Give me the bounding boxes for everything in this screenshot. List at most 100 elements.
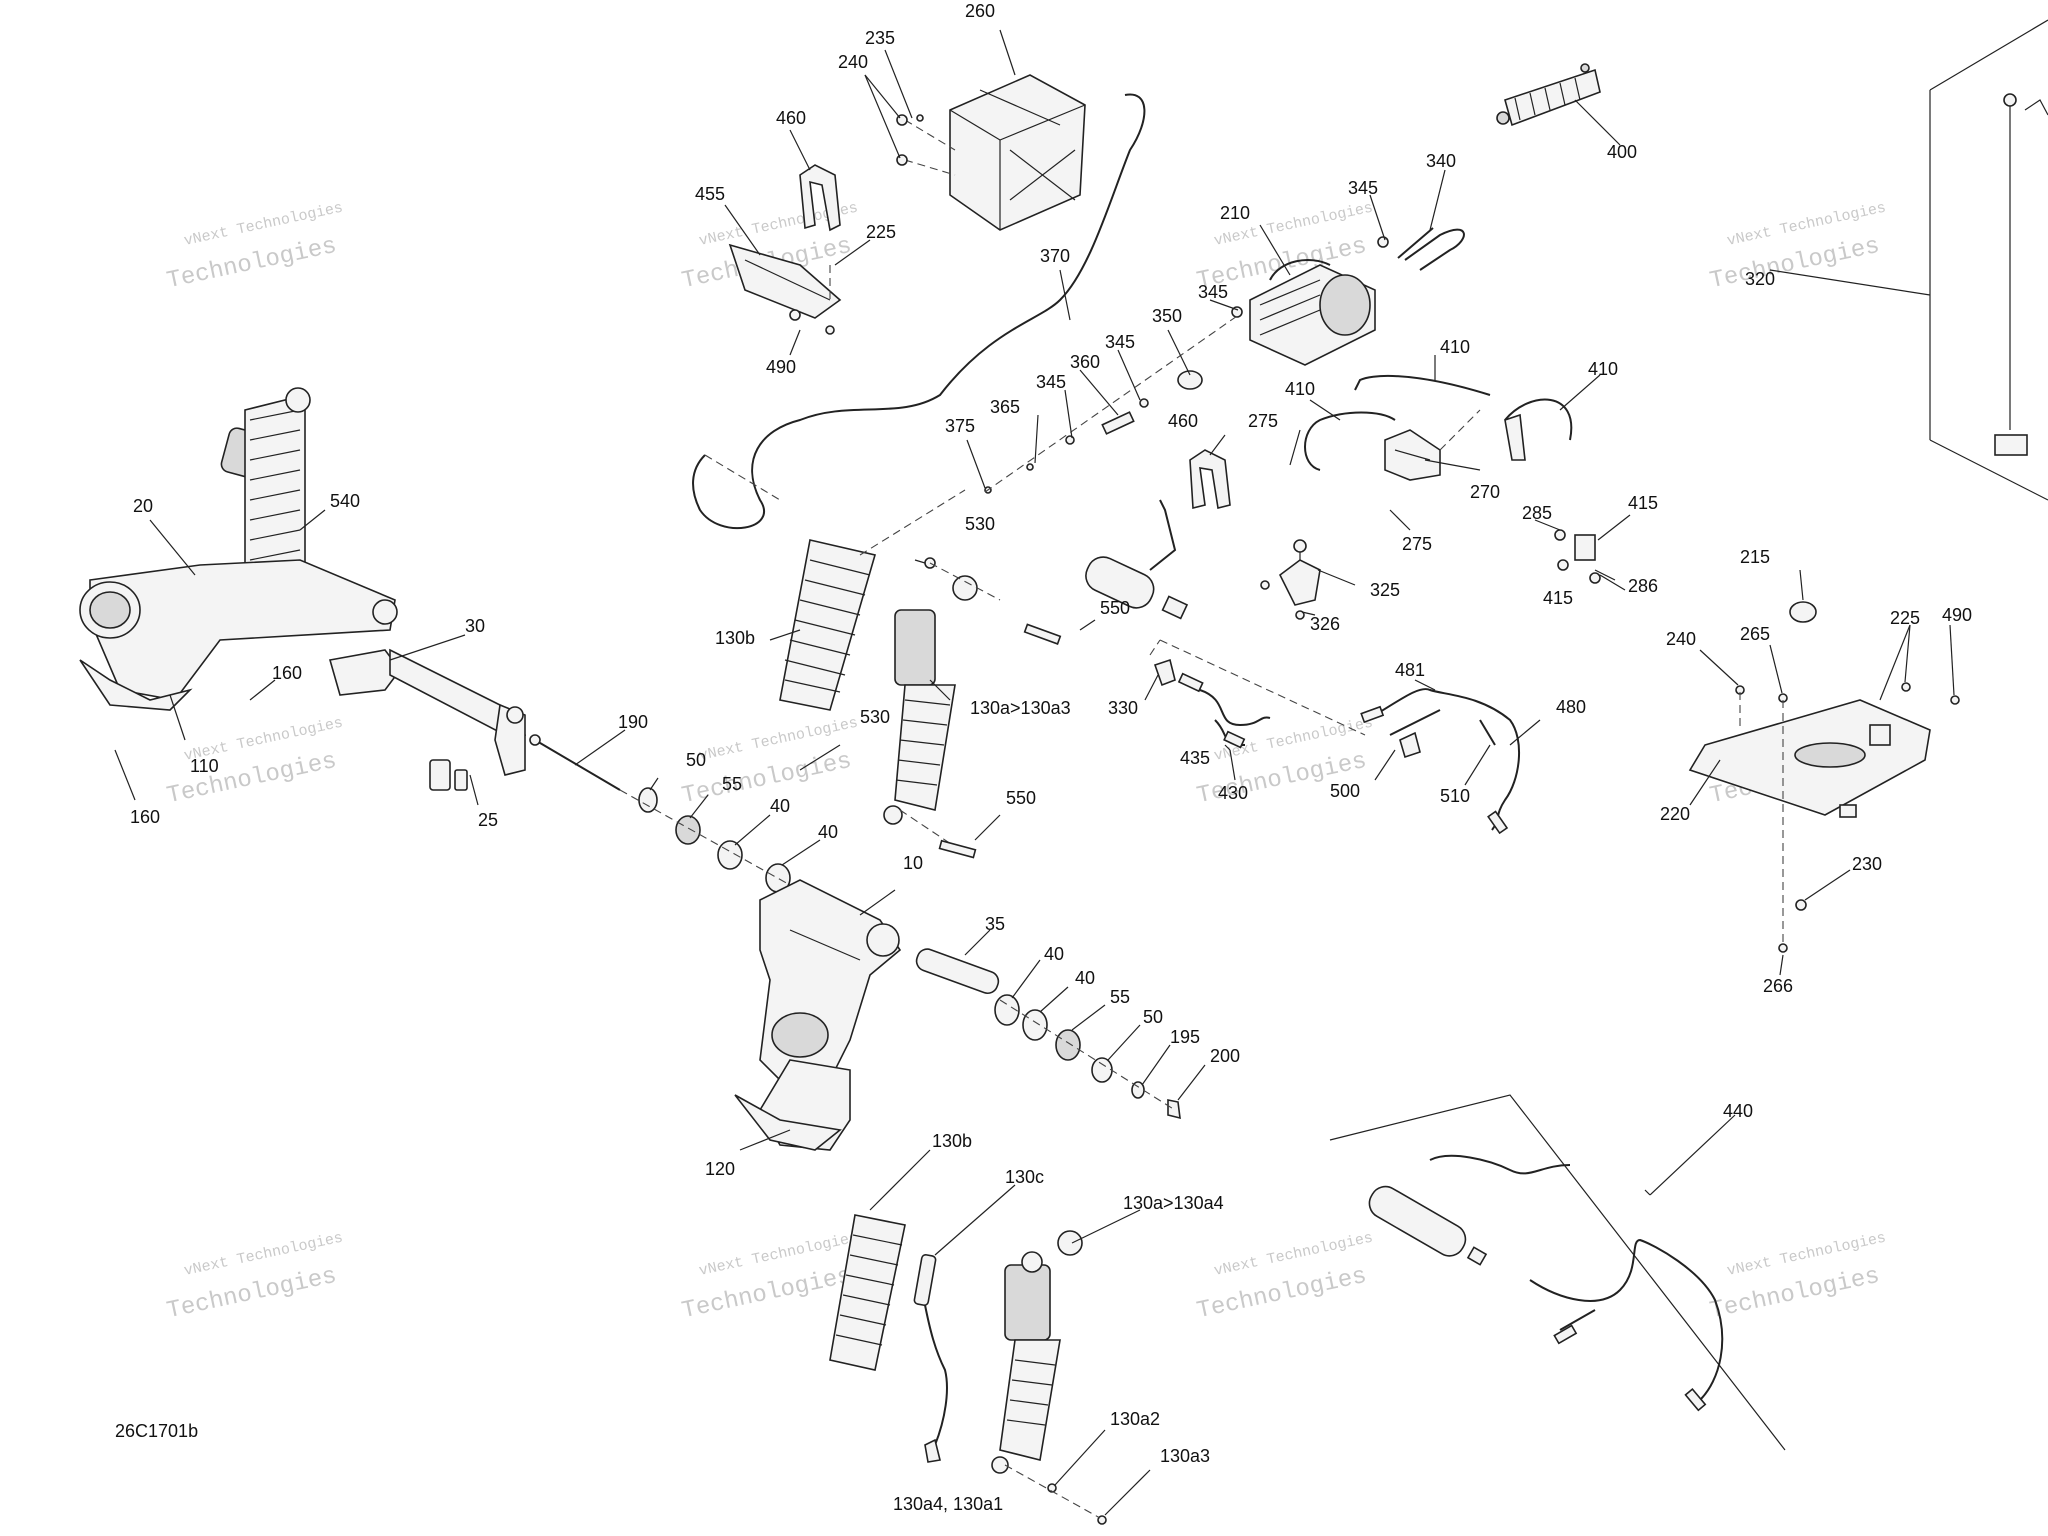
watermarks: vNext Technologies Technologies vNext Te… [164, 200, 1887, 1326]
callout-275: 275 [1402, 534, 1432, 554]
callout-500: 500 [1330, 781, 1360, 801]
callout-415: 415 [1628, 493, 1658, 513]
callout-10: 10 [903, 853, 923, 873]
callout-265: 265 [1740, 624, 1770, 644]
callout-340: 340 [1426, 151, 1456, 171]
callout-160: 160 [130, 807, 160, 827]
coiled-hose [1496, 63, 1601, 127]
callout-286: 286 [1628, 576, 1658, 596]
bracket-325 [1260, 539, 1321, 620]
bushing-35 [915, 948, 1000, 995]
callout-160: 160 [272, 663, 302, 683]
callout-330: 330 [1108, 698, 1138, 718]
callout-25: 25 [478, 810, 498, 830]
watermark: vNext Technologies Technologies [164, 200, 344, 296]
callout-285: 285 [1522, 503, 1552, 523]
shock-absorber-bottom [991, 1230, 1107, 1525]
rear-shock-and-swing-arm [79, 387, 398, 711]
strap-top [799, 164, 841, 232]
fittings [984, 236, 1389, 494]
watermark: vNext Technologies Technologies [164, 715, 344, 811]
callout-20: 20 [133, 496, 153, 516]
callout-430: 430 [1218, 783, 1248, 803]
callout-40: 40 [1044, 944, 1064, 964]
callout-40: 40 [770, 796, 790, 816]
hoses-410 [1304, 374, 1573, 471]
bracket-455 [728, 243, 842, 335]
callout-190: 190 [618, 712, 648, 732]
callout-230: 230 [1852, 854, 1882, 874]
callout-130a2: 130a2 [1110, 1409, 1160, 1429]
callout-235: 235 [865, 28, 895, 48]
battery-box [896, 74, 1086, 231]
callout-460: 460 [1168, 411, 1198, 431]
callout-530: 530 [965, 514, 995, 534]
callout-200: 200 [1210, 1046, 1240, 1066]
callout-130a-130a3: 130a>130a3 [970, 698, 1071, 718]
sensor-wire-130c [913, 1253, 948, 1463]
callout-215: 215 [1740, 547, 1770, 567]
callout-345: 345 [1036, 372, 1066, 392]
callout-110: 110 [190, 756, 219, 776]
callout-540: 540 [330, 491, 360, 511]
callout-455: 455 [695, 184, 725, 204]
callout-435: 435 [1180, 748, 1210, 768]
callout-210: 210 [1220, 203, 1250, 223]
watermark: vNext Technologies Technologies [164, 1230, 344, 1326]
callout-270: 270 [1470, 482, 1500, 502]
callout-50: 50 [1143, 1007, 1163, 1027]
callout-345: 345 [1105, 332, 1135, 352]
callout-275: 275 [1248, 411, 1278, 431]
watermark: vNext Technologies Technologies [1194, 1230, 1374, 1326]
callout-415: 415 [1543, 588, 1573, 608]
coil-spring-top [779, 489, 966, 711]
bearings-upper [619, 787, 791, 893]
callout-375: 375 [945, 416, 975, 436]
callout-370: 370 [1040, 246, 1070, 266]
callout-410: 410 [1440, 337, 1470, 357]
callout-530: 530 [860, 707, 890, 727]
callout-360: 360 [1070, 352, 1100, 372]
callout-345: 345 [1348, 178, 1378, 198]
swing-arm [734, 879, 902, 1151]
bearings-lower [994, 994, 1181, 1120]
callout-130a4-130a1: 130a4, 130a1 [893, 1494, 1003, 1514]
callout-480: 480 [1556, 697, 1586, 717]
callout-490: 490 [766, 357, 796, 377]
callout-labels: 260 235 240 460 455 225 490 370 400 340 … [130, 1, 1972, 1514]
strap-middle [1189, 449, 1231, 510]
callout-195: 195 [1170, 1027, 1200, 1047]
watermark: vNext Technologies Technologies [1707, 1230, 1887, 1326]
callout-40: 40 [1075, 968, 1095, 988]
callout-550: 550 [1100, 598, 1130, 618]
callout-440: 440 [1723, 1101, 1753, 1121]
kit-440 [1329, 1094, 1786, 1451]
bolts-25 [429, 759, 468, 791]
fittings-415 [1554, 529, 1601, 584]
callout-350: 350 [1152, 306, 1182, 326]
sensor-330 [1149, 639, 1366, 749]
valve-block [1384, 409, 1481, 481]
callout-325: 325 [1370, 580, 1400, 600]
coil-spring-bottom [829, 1214, 906, 1371]
callout-410: 410 [1588, 359, 1618, 379]
watermark: vNext Technologies Technologies [1707, 200, 1887, 296]
harness-480 [1360, 688, 1521, 835]
leader-lines [114, 29, 1955, 1516]
callout-326: 326 [1310, 614, 1340, 634]
parts [79, 19, 2048, 1525]
reservoir-550 [1085, 499, 1189, 620]
callout-550: 550 [1006, 788, 1036, 808]
callout-320: 320 [1745, 269, 1775, 289]
shock-absorber-top [883, 557, 1062, 859]
callout-481: 481 [1395, 660, 1425, 680]
air-compressor [1249, 259, 1376, 366]
callout-50: 50 [686, 750, 706, 770]
callout-225: 225 [866, 222, 896, 242]
callout-266: 266 [1763, 976, 1793, 996]
callout-40: 40 [818, 822, 838, 842]
air-hose [692, 93, 1146, 530]
callout-130b: 130b [932, 1131, 972, 1151]
axle-190 [529, 734, 621, 791]
